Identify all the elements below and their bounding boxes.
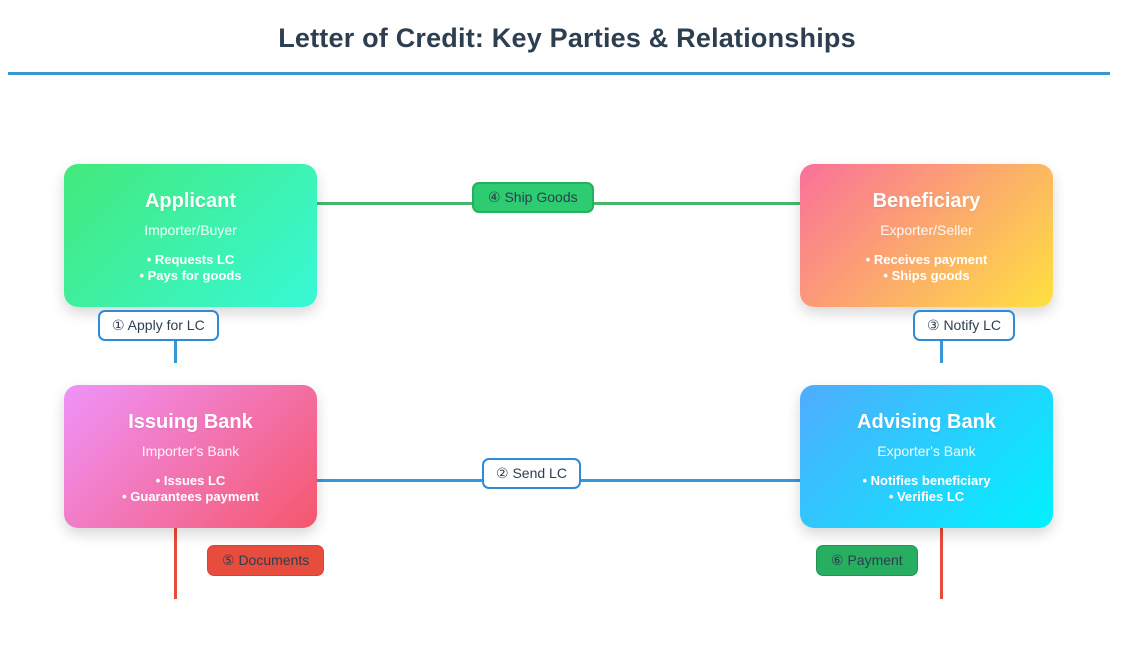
node-advising-bank-bullets: • Notifies beneficiary • Verifies LC xyxy=(800,473,1053,504)
step-label-notify-lc: ③ Notify LC xyxy=(913,310,1016,341)
page-title: Letter of Credit: Key Parties & Relation… xyxy=(278,23,856,53)
node-bullet: • Ships goods xyxy=(883,267,970,283)
node-applicant-subtitle: Importer/Buyer xyxy=(144,222,237,238)
node-bullet: • Verifies LC xyxy=(888,488,965,504)
step-badge-documents: ⑤ Documents xyxy=(207,545,325,576)
notify-lc-connector-line xyxy=(940,338,943,363)
node-issuing-bank-title: Issuing Bank xyxy=(128,411,253,433)
node-applicant-title: Applicant xyxy=(144,190,237,212)
node-issuing-bank-subtitle: Importer's Bank xyxy=(141,443,240,459)
title-divider xyxy=(8,72,1110,75)
node-bullet: • Notifies beneficiary xyxy=(862,473,991,488)
node-bullet: • Issues LC xyxy=(155,473,226,488)
node-bullet: • Receives payment xyxy=(865,252,988,267)
documents-connector-line xyxy=(174,528,177,599)
node-applicant-bullets: • Requests LC • Pays for goods xyxy=(64,252,317,283)
step-badge-payment: ⑥ Payment xyxy=(816,545,918,576)
step-badge-ship-goods: ④ Ship Goods xyxy=(472,182,594,213)
node-applicant: Applicant Importer/Buyer • Requests LC •… xyxy=(64,164,317,307)
node-issuing-bank-bullets: • Issues LC • Guarantees payment xyxy=(64,473,317,504)
node-beneficiary-bullets: • Receives payment • Ships goods xyxy=(800,252,1053,283)
node-beneficiary-title: Beneficiary xyxy=(872,190,981,212)
node-advising-bank-subtitle: Exporter's Bank xyxy=(877,443,976,459)
node-issuing-bank: Issuing Bank Importer's Bank • Issues LC… xyxy=(64,385,317,528)
node-beneficiary: Beneficiary Exporter/Seller • Receives p… xyxy=(800,164,1053,307)
step-label-apply-for-lc: ① Apply for LC xyxy=(98,310,219,341)
payment-connector-line xyxy=(940,528,943,599)
node-beneficiary-subtitle: Exporter/Seller xyxy=(880,222,973,238)
node-advising-bank-title: Advising Bank xyxy=(857,411,996,433)
node-advising-bank: Advising Bank Exporter's Bank • Notifies… xyxy=(800,385,1053,528)
step-label-send-lc: ② Send LC xyxy=(482,458,581,489)
node-bullet: • Requests LC xyxy=(146,252,235,267)
node-bullet: • Guarantees payment xyxy=(122,488,259,504)
apply-for-lc-connector-line xyxy=(174,338,177,363)
node-bullet: • Pays for goods xyxy=(139,267,242,283)
